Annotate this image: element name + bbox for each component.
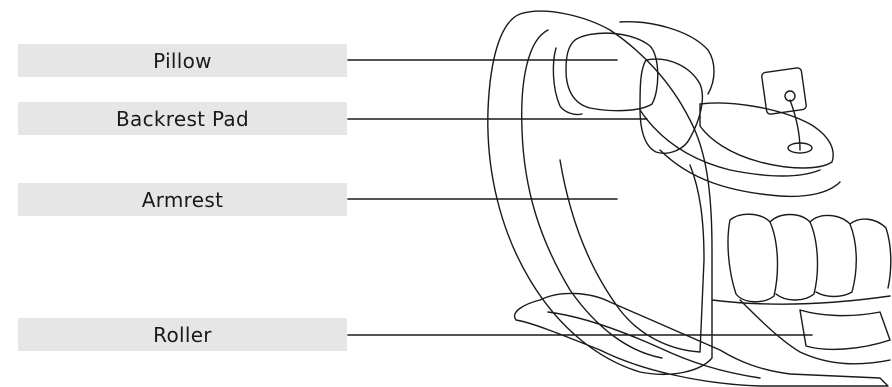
- roller-housing: [800, 310, 890, 349]
- seat-cushion-1: [728, 214, 777, 302]
- right-armrest: [700, 103, 833, 168]
- headrest-side: [553, 48, 582, 115]
- pillow-outline: [566, 33, 658, 111]
- backrest-body: [640, 110, 820, 176]
- leg-rest: [740, 300, 890, 364]
- armrest-panel: [560, 160, 704, 352]
- chair-outer-shell: [488, 11, 712, 374]
- remote-control-screen: [761, 67, 806, 114]
